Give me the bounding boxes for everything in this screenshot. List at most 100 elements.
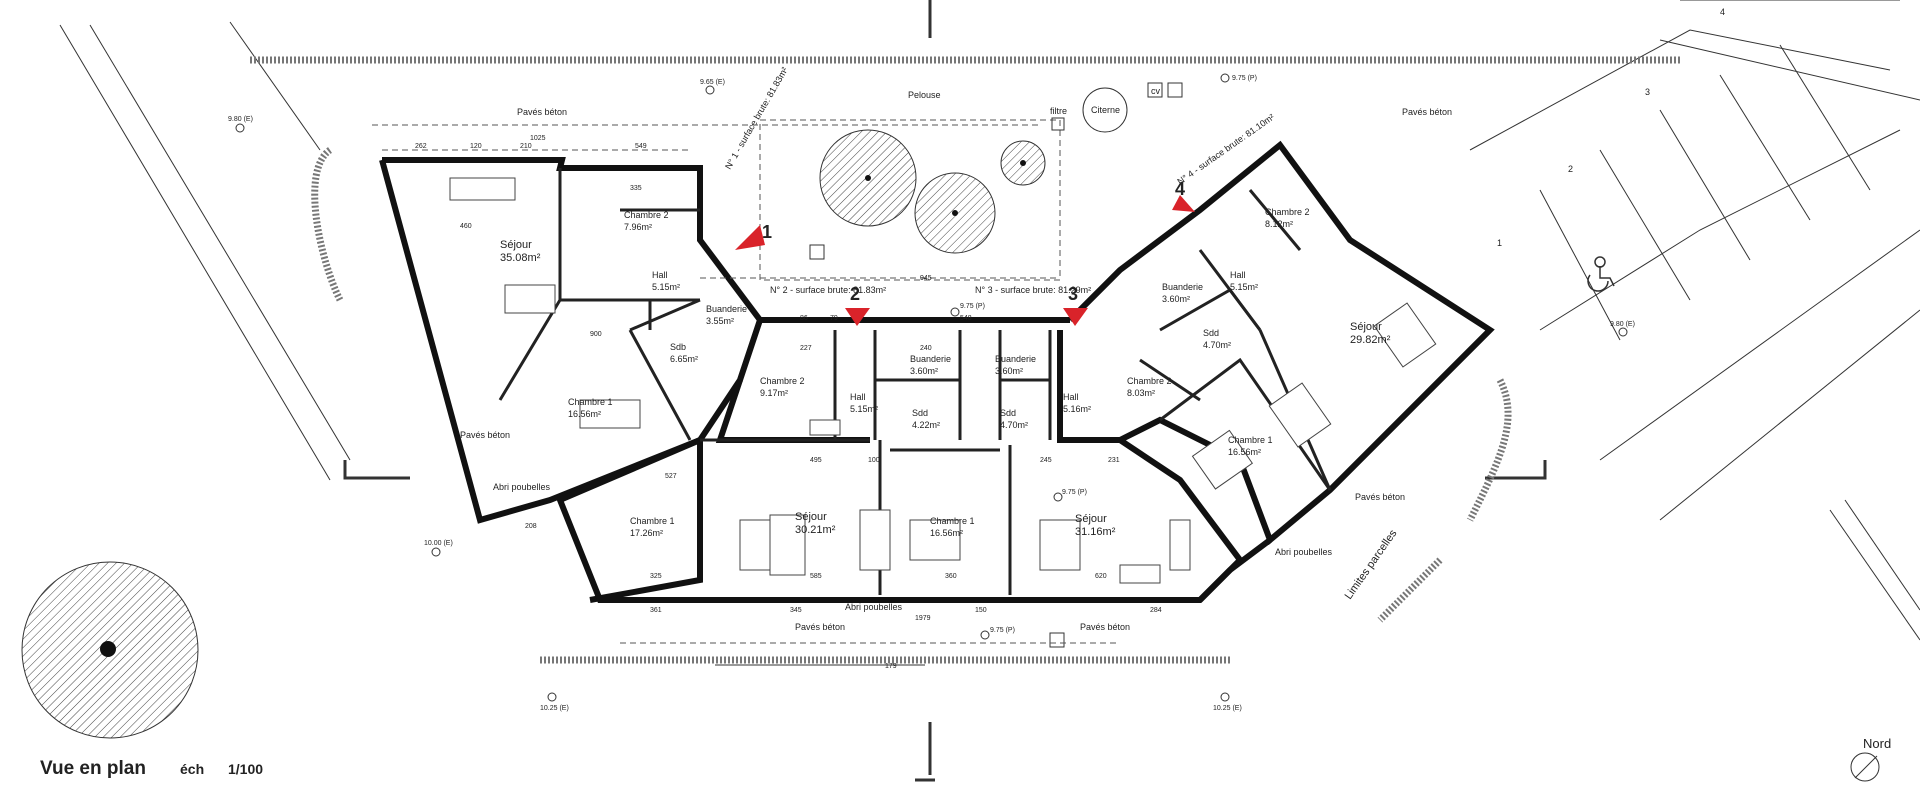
room-chambre2-1: Chambre 2 bbox=[624, 210, 669, 220]
label-filtre: filtre bbox=[1050, 106, 1067, 116]
dim-179: 179 bbox=[885, 663, 897, 670]
room-hall-2: Hall bbox=[850, 392, 866, 402]
room-sejour-4: Séjour bbox=[1350, 321, 1382, 333]
dim-548: 548 bbox=[960, 315, 972, 322]
north-arrow-icon bbox=[1850, 752, 1880, 782]
dimensions: 262 120 210 549 1025 335 460 900 527 495… bbox=[372, 124, 1162, 670]
dim-335: 335 bbox=[630, 185, 642, 192]
room-hall-3-area: 5.16m² bbox=[1063, 404, 1091, 414]
label-cv: cv bbox=[1151, 86, 1161, 96]
accessibility-icon bbox=[1587, 256, 1615, 292]
room-sejour-3-area: 31.16m² bbox=[1075, 526, 1116, 538]
dim-1025: 1025 bbox=[530, 135, 546, 142]
room-chambre1-3-area: 16.56m² bbox=[930, 528, 963, 538]
level-6: 9.75 (P) bbox=[1232, 75, 1257, 82]
room-sejour-2-area: 30.21m² bbox=[795, 524, 836, 536]
scale-label: éch bbox=[180, 761, 204, 777]
room-sdd-2: Sdd bbox=[912, 408, 928, 418]
dim-900: 900 bbox=[590, 331, 602, 338]
label-abri-right: Abri poubelles bbox=[1275, 547, 1333, 557]
dim-360: 360 bbox=[945, 573, 957, 580]
parking-2: 2 bbox=[1568, 164, 1573, 174]
lawn-area bbox=[21, 82, 1183, 739]
dim-100: 100 bbox=[868, 457, 880, 464]
level-7: 10.00 (E) bbox=[424, 540, 453, 547]
room-buanderie-3: Buanderie bbox=[995, 354, 1036, 364]
title-block: Vue en plan éch 1/100 Nord bbox=[40, 736, 1891, 782]
dim-549: 549 bbox=[635, 143, 647, 150]
level-3: 9.75 (P) bbox=[960, 303, 985, 310]
north-label: Nord bbox=[1863, 736, 1891, 751]
level-1: 9.65 (E) bbox=[700, 79, 725, 86]
room-hall-4: Hall bbox=[1230, 270, 1246, 280]
site-lines bbox=[59, 0, 1920, 782]
room-buanderie-4: Buanderie bbox=[1162, 282, 1203, 292]
label-paves-left: Pavés béton bbox=[460, 430, 510, 440]
room-sejour-3: Séjour bbox=[1075, 513, 1107, 525]
dim-460: 460 bbox=[460, 223, 472, 230]
marker-arrow-icon bbox=[735, 225, 765, 250]
label-paves-top-right: Pavés béton bbox=[1402, 107, 1452, 117]
level-4: 9.75 (P) bbox=[1062, 489, 1087, 496]
room-sdb-1: Sdb bbox=[670, 342, 686, 352]
scale-value: 1/100 bbox=[228, 761, 263, 777]
room-chambre1-1: Chambre 1 bbox=[568, 397, 613, 407]
room-buanderie-2: Buanderie bbox=[910, 354, 951, 364]
dim-150: 150 bbox=[975, 607, 987, 614]
dim-120: 120 bbox=[470, 143, 482, 150]
room-sejour-1-area: 35.08m² bbox=[500, 252, 541, 264]
label-abri-left: Abri poubelles bbox=[493, 482, 551, 492]
label-pelouse: Pelouse bbox=[908, 90, 941, 100]
dim-227: 227 bbox=[800, 345, 812, 352]
label-paves-bottom-right: Pavés béton bbox=[1080, 622, 1130, 632]
level-8: 10.25 (E) bbox=[540, 705, 569, 712]
dim-231: 231 bbox=[1108, 457, 1120, 464]
marker-4-text: N° 4 - surface brute: 81.10m² bbox=[1175, 112, 1276, 187]
marker-arrow-icon bbox=[1063, 308, 1088, 326]
room-sdd-4: Sdd bbox=[1203, 328, 1219, 338]
room-buanderie-1: Buanderie bbox=[706, 304, 747, 314]
label-paves-right: Pavés béton bbox=[1355, 492, 1405, 502]
level-5: 9.75 (P) bbox=[990, 627, 1015, 634]
dim-1979: 1979 bbox=[915, 615, 931, 622]
citerne-tank bbox=[1082, 87, 1128, 133]
room-chambre1-4-area: 16.56m² bbox=[1228, 447, 1261, 457]
room-chambre2-4: Chambre 2 bbox=[1265, 207, 1310, 217]
dim-945: 945 bbox=[920, 275, 932, 282]
label-paves-bottom-left: Pavés béton bbox=[795, 622, 845, 632]
level-10: 9.80 (E) bbox=[1610, 321, 1635, 328]
room-buanderie-2-area: 3.60m² bbox=[910, 366, 938, 376]
dim-240: 240 bbox=[920, 345, 932, 352]
label-abri-bottom: Abri poubelles bbox=[845, 602, 903, 612]
room-labels: Séjour 35.08m² Chambre 2 7.96m² Hall 5.1… bbox=[500, 207, 1391, 538]
level-markers: 9.65 (E) 9.80 (E) 9.75 (P) 9.75 (P) 9.75… bbox=[228, 73, 1635, 712]
marker-arrow-icon bbox=[845, 308, 870, 326]
room-sejour-1: Séjour bbox=[500, 239, 532, 251]
room-hall-1-area: 5.15m² bbox=[652, 282, 680, 292]
room-buanderie-3-area: 3.60m² bbox=[995, 366, 1023, 376]
room-chambre2-2: Chambre 2 bbox=[760, 376, 805, 386]
marker-1: 1 bbox=[762, 222, 772, 242]
room-chambre2-2-area: 9.17m² bbox=[760, 388, 788, 398]
room-sejour-4-area: 29.82m² bbox=[1350, 334, 1391, 346]
dim-86: 86 bbox=[800, 315, 808, 322]
dim-284: 284 bbox=[1150, 607, 1162, 614]
label-paves-top-left: Pavés béton bbox=[517, 107, 567, 117]
level-9: 10.25 (E) bbox=[1213, 705, 1242, 712]
marker-3-text: N° 3 - surface brute: 81.29m² bbox=[975, 285, 1091, 295]
dim-325: 325 bbox=[650, 573, 662, 580]
dim-210: 210 bbox=[520, 143, 532, 150]
dim-527: 527 bbox=[665, 473, 677, 480]
label-citerne: Citerne bbox=[1091, 105, 1120, 115]
dim-585: 585 bbox=[810, 573, 822, 580]
marker-1-text: N° 1 - surface brute: 81.83m² bbox=[723, 65, 790, 171]
room-hall-2-area: 5.15m² bbox=[850, 404, 878, 414]
room-chambre1-2: Chambre 1 bbox=[630, 516, 675, 526]
dim-79: 79 bbox=[830, 315, 838, 322]
room-chambre2-4-area: 8.12m² bbox=[1265, 219, 1293, 229]
room-sdd-4-area: 4.70m² bbox=[1203, 340, 1231, 350]
room-chambre1-4: Chambre 1 bbox=[1228, 435, 1273, 445]
marker-2-text: N° 2 - surface brute: 81.83m² bbox=[770, 285, 886, 295]
room-buanderie-4-area: 3.60m² bbox=[1162, 294, 1190, 304]
